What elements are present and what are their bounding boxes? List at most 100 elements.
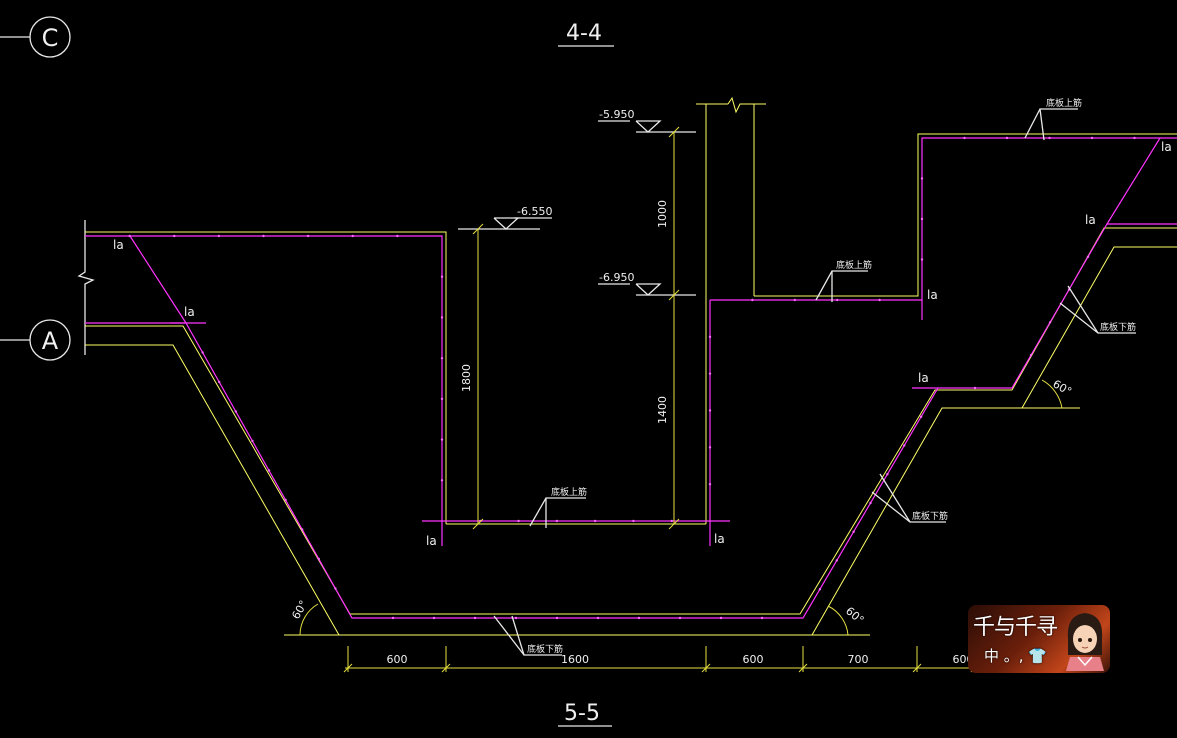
outline-left-slope-inner [85,325,446,615]
outline-left-slope-outer [85,344,340,636]
section-title-top: 4-4 [566,21,602,46]
rebar-dot [708,482,712,486]
elevation-label-5950: -5.950 [599,108,634,121]
rebar-dot [708,372,712,375]
la-label-5: la [927,288,938,302]
la-label-1: la [113,238,124,252]
rebar-note-mid-right-label: 底板上筋 [836,259,872,271]
outline-right-slope-inner [446,227,1177,615]
rebar-note-slope-lower: 底板下筋 [871,473,948,523]
elevation-marker-5950: -5.950 [598,108,696,133]
rebar-dot [1029,354,1033,357]
rebar-dot [317,557,320,561]
rebar-dot [201,351,204,354]
rebar-note-pit-bottom: 底板上筋 [529,486,587,528]
rebar-dot [128,234,131,238]
rebar-note-pit-bottom-label: 底板上筋 [551,486,587,498]
rebar-dot [973,386,977,390]
rebar-dot [440,479,444,482]
rebar-dot [284,498,287,502]
badge-title: 千与千寻 [973,615,1058,640]
rebar-dot [440,275,444,278]
angle-label-right: 60° [843,604,866,626]
la-label-8: la [1161,140,1172,154]
wall-break-symbol [727,96,766,114]
dim-bottom-2: 600 [743,653,764,666]
rebar-note-bottom-label: 底板下筋 [527,643,563,655]
dim-tick [343,663,353,673]
rebar-dot [440,397,444,401]
dim-tick [912,663,922,673]
grid-label-c: C [42,24,59,52]
rebar-dot [555,519,559,523]
rebar-dot [836,298,839,302]
rebar-dot [218,380,221,384]
rebar-dot [852,530,855,533]
dim-tick [441,663,451,673]
rebar-dot [920,217,924,221]
section-title-bottom: 5-5 [564,701,600,726]
rebar-dot [793,298,796,302]
rebar-dot [670,519,673,523]
rebar-anchor-left [129,235,187,324]
rebar-dot [678,616,682,620]
dim-label-1400: 1400 [656,396,669,424]
grid-bubble-a [29,319,71,361]
rebar-dot [440,356,444,360]
rebar-dot [267,469,271,472]
elevation-label-6550: -6.550 [517,205,552,218]
elevation-marker-6550: -6.550 [458,205,552,230]
rebar-dot [234,410,237,413]
rebar-dot [708,446,712,449]
rebar-dot [306,234,310,238]
la-label-3: la [426,534,437,548]
dim-bottom-0: 600 [387,653,408,666]
rebar-dot [878,298,881,302]
rebar-dot [869,501,872,505]
rebar-dot [1086,255,1090,258]
dim-label-1000: 1000 [656,200,669,228]
angle-label-left: 60° [289,598,310,621]
dim-tick [798,663,808,673]
angle-arc-left [299,603,319,636]
rebar-dot [517,519,520,523]
outline-right-slope-outer [811,246,1177,636]
rebar-dot [391,616,395,620]
rebar-dot [514,616,518,620]
rebar-dot [708,335,712,339]
rebar-right-upper [710,137,1177,301]
rebar-anchor-right [1106,137,1161,225]
outline-right-upper [754,133,1177,297]
rebar-dot [751,298,754,302]
rebar-note-bottom: 底板下筋 [493,615,563,656]
angle-label-step: 60° [1051,377,1074,398]
la-label-7: la [1085,213,1096,227]
rebar-dot [835,559,838,562]
grid-bubble-c [29,16,71,58]
rebar-dot [173,234,176,238]
rebar-dot [1090,136,1094,140]
rebar-dot [596,616,600,620]
rebar-dot [473,616,477,620]
rebar-dot [886,473,889,476]
rebar-dot [555,616,559,620]
rebar-note-top-right-label: 底板上筋 [1046,97,1082,109]
rebar-dot [351,234,354,238]
rebar-note-mid-right: 底板上筋 [815,259,872,302]
left-break-line [77,220,95,355]
badge-subtitle: 中 。, 👕 [984,647,1047,665]
rebar-dot [632,519,635,523]
la-label-6: la [918,371,929,385]
angle-arc-step [1041,379,1063,409]
rebar-dot [593,519,597,523]
rebar-dot [919,415,923,418]
rebar-dot [301,528,304,531]
rebar-dot [1048,321,1052,324]
rebar-dot [1133,136,1136,140]
rebar-note-slope-upper-label: 底板下筋 [1100,321,1136,333]
elevation-marker-6950: -6.950 [598,271,696,296]
watermark-badge: 千与千寻 中 。, 👕 [968,605,1110,673]
rebar-dot [708,409,712,412]
rebar-dot [440,438,444,441]
